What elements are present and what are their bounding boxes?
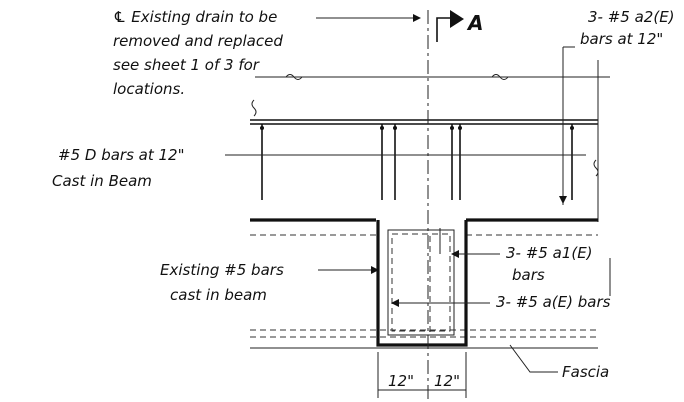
drain-note: ℄ Existing drain to be removed and repla… [113,8,283,98]
svg-text:locations.: locations. [113,80,185,98]
a1-note: 3- #5 a1(E) bars [506,244,593,284]
svg-text:Existing #5 bars: Existing #5 bars [160,261,284,279]
fascia-leader [509,344,558,373]
break-symbol-right [491,74,509,80]
svg-text:cast in beam: cast in beam [170,286,267,304]
existing-bars-note: Existing #5 bars cast in beam [160,261,284,304]
a-bars-note: 3- #5 a(E) bars [496,293,611,311]
break-symbol-edge [251,99,257,117]
drain-inner-box [387,229,455,336]
drain-rebar-cage [391,233,451,332]
svg-text:Cast in Beam: Cast in Beam [52,172,152,190]
section-label: A [466,11,483,35]
svg-text:#5 D bars at 12": #5 D bars at 12" [58,146,185,164]
drain-box [376,220,468,347]
svg-text:3- #5 a2(E): 3- #5 a2(E) [588,8,675,26]
svg-text:bars: bars [512,266,545,284]
rebar-dots [260,126,574,130]
svg-text:bars at 12": bars at 12" [580,30,663,48]
fascia-label: Fascia [562,363,609,381]
svg-text:3- #5 a1(E): 3- #5 a1(E) [506,244,593,262]
dim-left-label: 12" [388,372,414,390]
d-bars-note: #5 D bars at 12" Cast in Beam [52,146,185,190]
svg-text:removed and replaced: removed and replaced [113,32,283,50]
break-symbol-side [593,159,599,177]
svg-text:see sheet 1 of 3 for: see sheet 1 of 3 for [113,56,260,74]
section-arrow-icon [450,10,464,28]
svg-text:℄ Existing drain to be: ℄ Existing drain to be [113,8,277,26]
top-right-note: 3- #5 a2(E) bars at 12" [580,8,675,48]
dim-right-label: 12" [434,372,460,390]
vertical-rebars [261,124,573,200]
section-cut-mark [436,17,452,42]
break-symbol-left [285,74,303,80]
